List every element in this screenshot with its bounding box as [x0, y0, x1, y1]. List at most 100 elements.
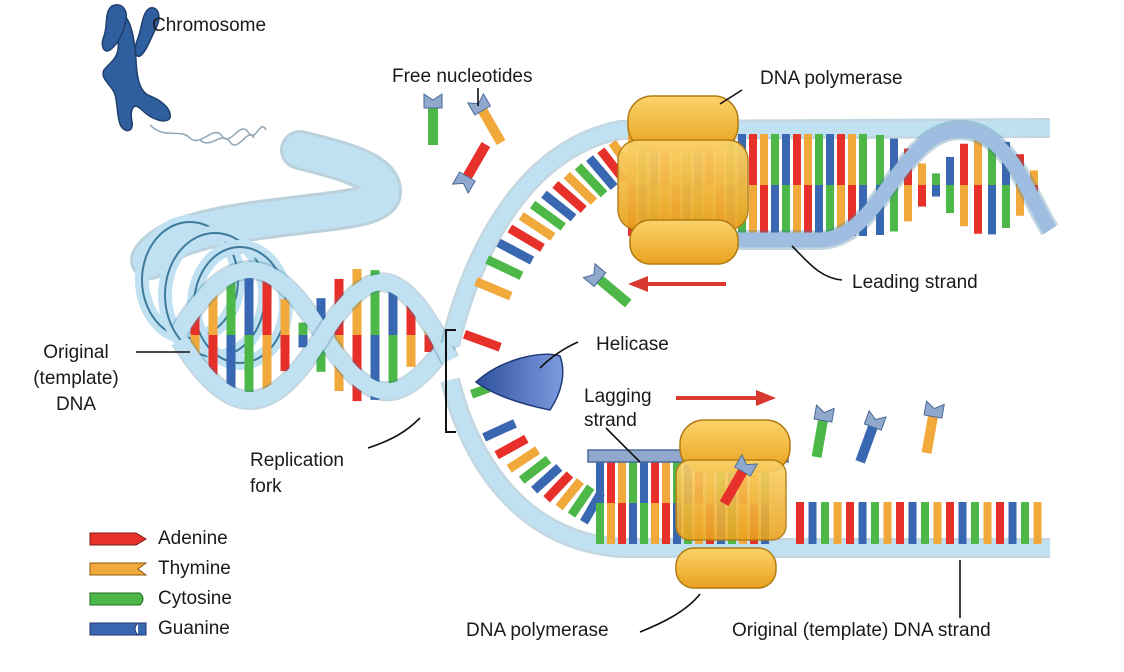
fork-base — [482, 419, 517, 442]
legend-label-thymine: Thymine — [158, 558, 231, 579]
helicase-label: Helicase — [596, 334, 669, 355]
base-pair-half — [804, 134, 812, 185]
base-pair-half — [629, 503, 637, 544]
base-pair-half — [618, 503, 626, 544]
base-pair-half — [890, 185, 898, 232]
base-pair-half — [629, 462, 637, 503]
unpaired-base — [858, 502, 867, 544]
base-pair-half — [244, 335, 254, 401]
unpaired-base — [896, 502, 904, 544]
chromatin-coil — [149, 124, 267, 146]
base-pair-half — [946, 156, 954, 185]
base-pair-half — [876, 135, 884, 185]
unpaired-base — [996, 502, 1004, 544]
unpaired-base — [921, 502, 929, 544]
fork-base — [541, 190, 577, 222]
fork-base — [555, 478, 584, 511]
base-pair-half — [859, 134, 867, 185]
unpaired-base — [1008, 502, 1017, 544]
fork-base — [474, 277, 513, 301]
base-pair-half — [208, 335, 218, 389]
fork-base — [563, 171, 598, 205]
base-pair-half — [607, 503, 615, 544]
leading-strand-backbone — [440, 118, 1051, 348]
original-dna-label-line2: (template) — [33, 368, 119, 389]
chromosome-icon — [101, 4, 171, 132]
fork-base — [586, 155, 618, 191]
free-nucleotide-icon — [582, 262, 632, 308]
base-pair-half — [960, 143, 968, 185]
base-pair-half — [662, 503, 670, 544]
replication-fork-label-line2: fork — [250, 476, 282, 497]
base-pair-half — [760, 134, 768, 185]
base-pair-half — [596, 503, 604, 544]
base-pair-half — [782, 185, 790, 236]
base-pair-half — [749, 185, 757, 236]
base-pair-half — [988, 135, 996, 185]
base-pair-half — [904, 185, 912, 222]
free-nucleotide-icon — [719, 453, 759, 507]
base-pair-half — [262, 279, 272, 335]
fork-base — [529, 200, 566, 231]
base-pair-half — [388, 335, 398, 388]
legend-item-thymine: Thymine — [88, 554, 232, 584]
legend-item-cytosine: Cytosine — [88, 584, 232, 614]
base-pair-half — [932, 173, 940, 185]
base-pair-half — [424, 335, 434, 352]
base-pair-half — [388, 282, 398, 335]
base-pair-half — [640, 462, 648, 503]
unpaired-base — [1033, 502, 1042, 544]
free-nucleotide-icon — [855, 409, 887, 464]
base-pair-half — [298, 335, 308, 348]
fork-base — [567, 484, 595, 518]
original-dna-label-line3: DNA — [55, 394, 97, 415]
guanine-swatch-icon — [89, 622, 147, 636]
base-pair-half — [1030, 170, 1038, 185]
base-pair-half — [804, 185, 812, 236]
free-nucleotide-icon — [451, 141, 491, 195]
base-pair-half — [651, 462, 659, 503]
fork-base — [531, 464, 563, 494]
fork-base — [574, 163, 608, 198]
legend-item-adenine: Adenine — [88, 524, 232, 554]
base-pair-half — [815, 185, 823, 236]
base-pair-half — [782, 134, 790, 185]
original-helix — [171, 260, 459, 410]
base-pair-half — [316, 298, 326, 335]
legend-label-guanine: Guanine — [158, 618, 230, 639]
base-pair-half — [890, 138, 898, 185]
legend-label-cytosine: Cytosine — [158, 588, 232, 609]
leading-strand-label: Leading strand — [852, 272, 978, 293]
base-pair-half — [826, 134, 834, 185]
base-pair-half — [974, 185, 982, 234]
base-pair-half — [848, 185, 856, 236]
fork-base — [485, 255, 524, 280]
leading-direction-arrow — [628, 276, 726, 292]
adenine-swatch-icon — [89, 532, 147, 546]
unpaired-base — [1021, 502, 1029, 544]
lagging-strand-label-line2: strand — [584, 410, 637, 431]
unpaired-base — [796, 502, 804, 544]
fork-base — [506, 446, 541, 473]
base-pair-half — [226, 269, 236, 335]
base-pair-half — [280, 335, 290, 372]
base-pair-half — [596, 462, 604, 503]
unpaired-base — [908, 502, 917, 544]
unpaired-base — [983, 502, 992, 544]
free-nucleotide-icon — [466, 92, 506, 146]
unpaired-base — [821, 502, 829, 544]
unpaired-base — [833, 502, 842, 544]
legend-label-adenine: Adenine — [158, 528, 228, 549]
unpaired-base — [946, 502, 954, 544]
base-pair-half — [1002, 185, 1010, 229]
leader-lines — [136, 88, 961, 633]
thymine-swatch-icon — [89, 562, 148, 576]
chromosome-label: Chromosome — [152, 15, 267, 36]
base-pair-half — [1016, 185, 1024, 216]
base-pair-half — [370, 335, 380, 400]
dna-polymerase-bottom-label: DNA polymerase — [466, 620, 609, 641]
base-pair-half — [771, 185, 779, 236]
dna-polymerase-bottom — [675, 419, 791, 589]
unpaired-base — [933, 502, 942, 544]
base-pair-half — [749, 134, 757, 185]
